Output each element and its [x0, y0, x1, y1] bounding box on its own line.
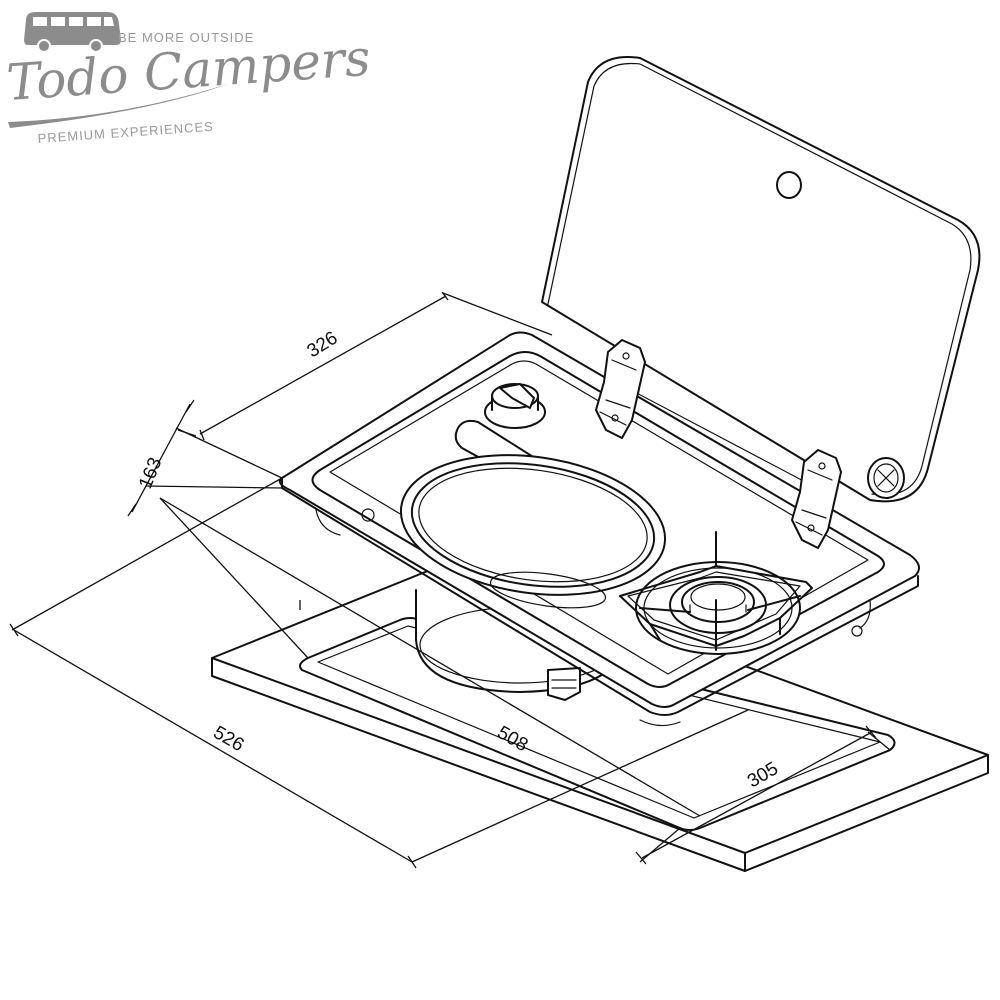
pan-support-grid — [619, 531, 813, 651]
hinge-right — [791, 449, 842, 549]
dim-163: 163 — [127, 399, 283, 517]
brand-logo: BE MORE OUTSIDE Todo Campers PREMIUM EXP… — [5, 12, 372, 146]
sink-bowl — [399, 454, 667, 609]
tap-handle-icon — [499, 383, 535, 409]
drain-fitting — [547, 667, 581, 701]
lid-latch-icon — [867, 457, 905, 499]
camper-van-icon — [24, 12, 121, 53]
gas-burner — [635, 561, 801, 655]
dim-label-326: 326 — [304, 328, 342, 363]
glass-lid — [541, 56, 981, 503]
logo-tagline-bottom: PREMIUM EXPERIENCES — [37, 119, 214, 146]
logo-swoosh — [8, 84, 228, 128]
logo-tagline-top: BE MORE OUTSIDE — [118, 30, 254, 45]
hinge-left — [595, 339, 646, 439]
dim-label-526: 526 — [210, 722, 248, 756]
